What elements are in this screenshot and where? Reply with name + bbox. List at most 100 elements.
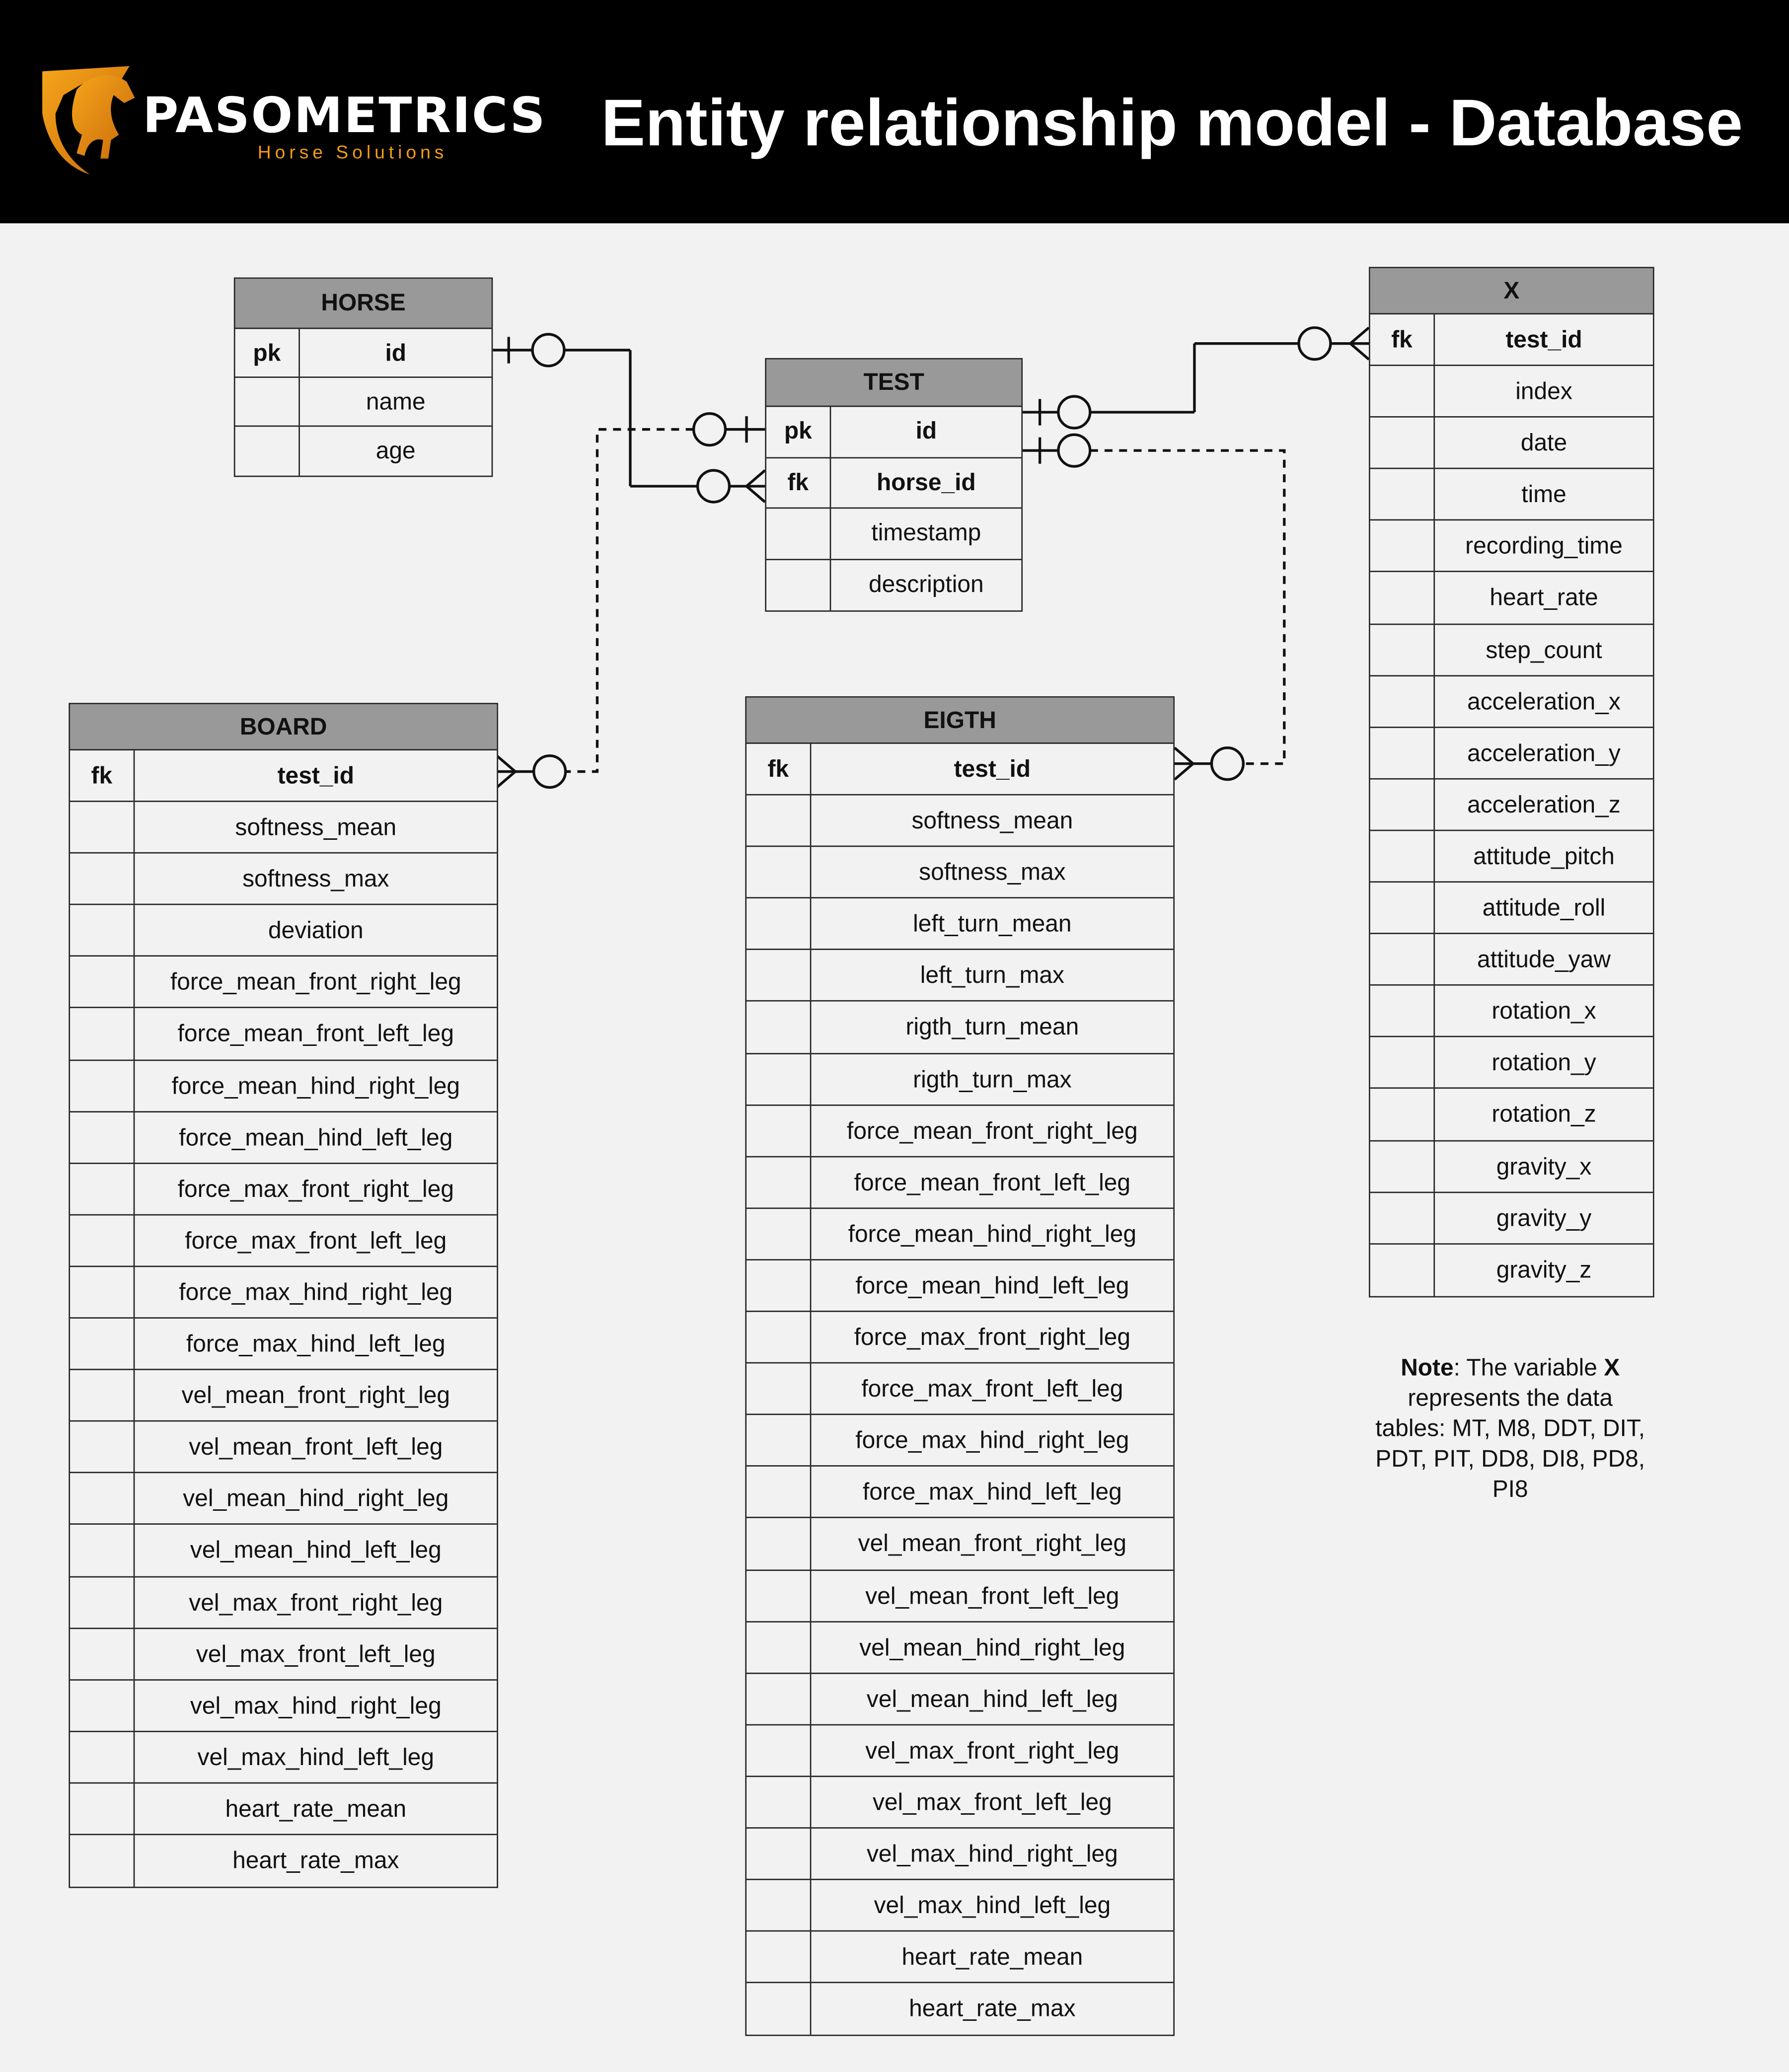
x-table-row: index [1370,366,1653,418]
key-cell [70,1422,135,1473]
eigth-table-row: vel_mean_front_left_leg [746,1570,1174,1622]
horse-table-row: name [235,377,492,427]
key-cell [1370,1037,1435,1088]
board-table-row: fk test_id [70,750,497,803]
board-table-row: heart_rate_max [70,1835,497,1887]
column-name-cell: name [366,388,426,415]
note-text-part-1: : The variable [1453,1354,1604,1381]
key-cell [746,1828,812,1879]
key-cell [1370,1192,1435,1243]
eigth-table-row: vel_mean_hind_right_leg [746,1622,1174,1674]
key-cell [1370,676,1435,727]
x-table-row: attitude_pitch [1370,831,1653,883]
column-name-cell: index [1515,378,1572,405]
key-cell [746,1415,812,1466]
eigth-table-title: EIGTH [746,697,1174,744]
column-name-cell: gravity_z [1496,1256,1592,1283]
key-cell [746,847,812,898]
board-table-row: force_mean_hind_right_leg [70,1060,497,1112]
column-name-cell: deviation [268,917,364,944]
column-name-cell: rigth_turn_mean [905,1014,1079,1040]
board-table-row: heart_rate_mean [70,1783,497,1836]
horse-logo-icon [42,66,135,175]
column-name-cell: left_turn_max [920,962,1064,989]
column-name-cell: test_id [277,762,354,789]
x-table-row: date [1370,418,1653,470]
key-cell [1370,934,1435,985]
board-table-row: force_mean_front_right_leg [70,957,497,1009]
column-name-cell: acceleration_z [1467,791,1621,818]
key-cell [746,1105,812,1156]
key-cell [1370,728,1435,778]
key-cell: fk [766,457,831,508]
key-cell [70,1474,135,1524]
key-cell [70,1215,135,1266]
column-name-cell: rotation_x [1491,998,1596,1025]
column-name-cell: test_id [954,755,1031,782]
eigth-table-row: vel_mean_front_right_leg [746,1518,1174,1570]
key-cell [766,559,831,611]
key-cell [746,1673,812,1724]
key-cell [1370,366,1435,417]
column-name-cell: force_mean_front_right_leg [170,968,461,996]
column-name-cell: force_max_hind_right_leg [179,1278,453,1306]
eigth-table-row: force_mean_hind_left_leg [746,1260,1174,1312]
key-cell [746,1931,812,1983]
key-cell: fk [70,750,135,801]
column-name-cell: heart_rate_max [232,1847,399,1874]
board-table-row: vel_max_hind_right_leg [70,1680,497,1732]
eigth-table-row: force_max_hind_right_leg [746,1415,1174,1467]
key-cell [1370,624,1435,675]
board-table-row: softness_max [70,854,497,906]
key-cell: fk [746,743,812,795]
key-cell [70,1835,135,1887]
key-cell [70,1783,135,1834]
column-name-cell: heart_rate [1490,585,1598,611]
column-name-cell: time [1521,481,1566,508]
note-text: Note: The variable X represents the data… [1371,1353,1649,1505]
column-name-cell: force_max_front_left_leg [185,1227,447,1254]
header-bar: PASOMETRICS Horse Solutions Entity relat… [0,0,1789,223]
eigth-table-row: force_mean_hind_right_leg [746,1208,1174,1260]
key-cell [746,1725,812,1776]
brand-tagline: Horse Solutions [257,141,448,163]
key-cell [746,1880,812,1931]
test-table-row: description [766,559,1021,611]
eigth-table-row: heart_rate_mean [746,1931,1174,1984]
key-cell [1370,1089,1435,1140]
key-cell [70,957,135,1008]
x-table-row: rotation_y [1370,1037,1653,1090]
column-name-cell: rotation_y [1491,1049,1596,1076]
column-name-cell: vel_mean_hind_left_leg [190,1537,442,1564]
eigth-table-row: vel_mean_hind_left_leg [746,1673,1174,1725]
key-cell [1370,779,1435,830]
key-cell [1370,831,1435,882]
key-cell [746,1776,812,1828]
horse-test-relationship [493,333,766,504]
key-cell [746,1312,812,1363]
column-name-cell: rigth_turn_max [913,1065,1072,1092]
key-cell [70,854,135,904]
eigth-table-row: force_max_hind_left_leg [746,1467,1174,1519]
key-cell [70,1164,135,1214]
key-cell [746,1570,812,1621]
column-name-cell: force_mean_front_left_leg [854,1169,1131,1195]
column-name-cell: softness_mean [235,814,397,841]
x-table-row: acceleration_z [1370,779,1653,831]
note-variable: X [1604,1354,1620,1381]
column-name-cell: vel_mean_front_right_leg [858,1530,1127,1557]
column-name-cell: rotation_z [1491,1101,1596,1128]
x-table-row: rotation_z [1370,1089,1653,1141]
column-name-cell: force_max_front_left_leg [861,1375,1123,1402]
board-table-row: force_max_hind_left_leg [70,1319,497,1371]
x-table-row: rotation_x [1370,986,1653,1038]
board-table-row: deviation [70,905,497,958]
